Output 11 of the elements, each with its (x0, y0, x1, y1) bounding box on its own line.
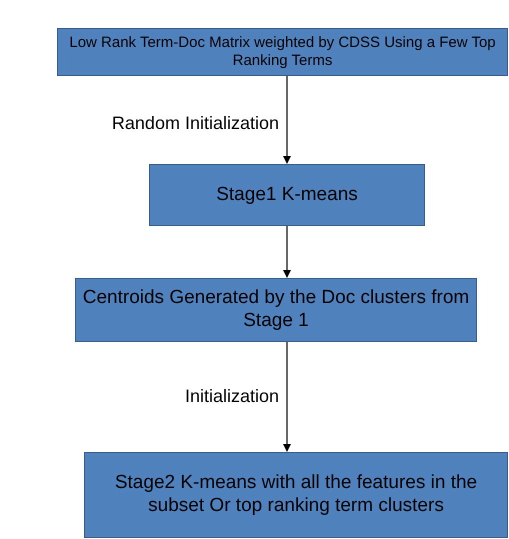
process-box (149, 164, 425, 226)
process-box (75, 278, 477, 342)
arrow (283, 342, 291, 452)
box-text: Stage1 K-means (215, 184, 359, 206)
arrow (283, 76, 291, 164)
box-text: Low Rank Term-Doc Matrix weighted by CDSS Using a Few Top Ranking Terms (68, 34, 497, 70)
arrow (283, 226, 291, 278)
box-text: Stage2 K-means with all the features in the subset Or top ranking term clusters (114, 472, 478, 518)
process-box (57, 28, 508, 76)
box-text: Centroids Generated by the Doc clusters from Stage 1 (82, 287, 470, 333)
process-box (84, 452, 508, 538)
